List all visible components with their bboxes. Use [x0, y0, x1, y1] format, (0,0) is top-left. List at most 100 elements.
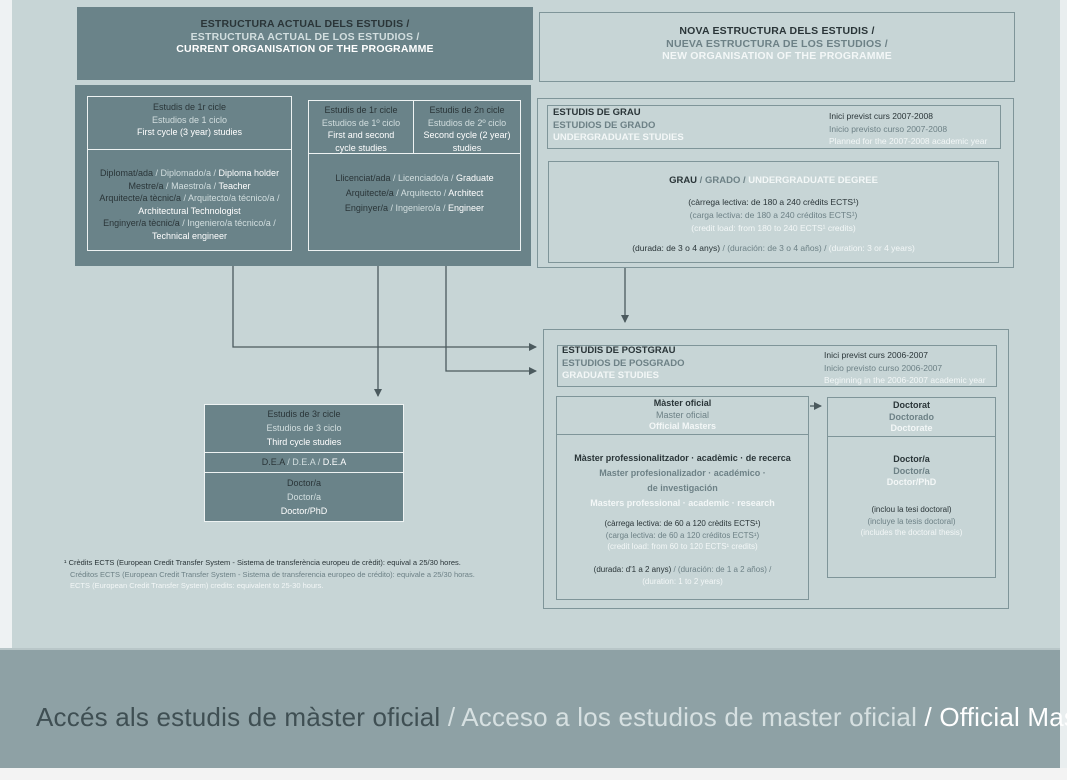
diploma-holder-english: Diploma holder	[218, 168, 280, 178]
first-second-cycle-heading: Estudis de 1r cicle Estudios de 1º ciclo…	[309, 104, 413, 154]
master-credit-load: (càrrega lectiva: de 60 a 120 crèdits EC…	[557, 518, 808, 553]
postgrau-start-catalan: Inici previst curs 2006-2007	[824, 350, 928, 360]
master-types: Màster professionalitzador · acadèmic · …	[557, 451, 808, 511]
footer-title: Accés als estudis de màster oficial / Ac…	[36, 702, 1067, 733]
grau-degree-catalan: GRAU	[669, 175, 698, 186]
master-types-english: Masters professional · academic · resear…	[590, 498, 775, 508]
dea-row: D.E.A / D.E.A / D.E.A	[261, 457, 347, 467]
third-cycle-box	[204, 404, 404, 522]
master-box	[556, 396, 809, 600]
diplomado-spanish: Diplomado/a	[160, 168, 212, 178]
ingeniero-tecnico-spanish: Ingeniero/a técnico/a	[187, 218, 271, 228]
current-structure-header: ESTRUCTURA ACTUAL DELS ESTUDIS / ESTRUCT…	[77, 7, 533, 80]
grau-duration: (durada: de 3 o 4 anys) / (duración: de …	[632, 243, 915, 253]
master-load-spanish: (carga lectiva: de 60 a 120 créditos ECT…	[605, 530, 760, 540]
llicenciat-catalan: Llicenciat/ada	[335, 173, 391, 183]
postgrau-start-spanish: Inicio previsto curso 2006-2007	[824, 362, 943, 373]
licenciado-spanish: Licenciado/a	[397, 173, 449, 183]
third-cycle-english: Third cycle studies	[266, 437, 342, 447]
grau-spanish: ESTUDIOS DE GRADO	[553, 119, 656, 131]
grau-load-spanish: (carga lectiva: de 180 a 240 créditos EC…	[689, 210, 858, 220]
first-second-cycle-divider	[309, 153, 520, 154]
postgrau-catalan: ESTUDIS DE POSTGRAU	[562, 345, 676, 356]
first-cycle-spanish: Estudios de 1 ciclo	[151, 114, 228, 125]
dea-spanish: D.E.A	[292, 457, 316, 467]
undergraduate-degree-english: UNDERGRADUATE DEGREE	[748, 175, 878, 186]
first-cycle-heading: Estudis de 1r cicle Estudios de 1 ciclo …	[88, 101, 291, 139]
current-title-catalan: ESTRUCTURA ACTUAL DELS ESTUDIS /	[200, 18, 410, 30]
first-cycle-divider	[88, 149, 291, 150]
doctorat-catalan: Doctorat	[892, 400, 930, 410]
master-duration-catalan: (durada: d'1 a 2 anys)	[593, 565, 672, 574]
ingeniero-spanish: Ingeniero/a	[395, 203, 441, 213]
master-duration-english: (duration: 1 to 2 years)	[642, 576, 723, 586]
footer-sep-2: /	[924, 702, 932, 732]
doctor-catalan: Doctor/a	[286, 478, 321, 488]
footer-sep-1: /	[447, 702, 456, 732]
first-cycle-english: First cycle (3 year) studies	[136, 127, 243, 137]
third-cycle-catalan: Estudis de 3r cicle	[267, 409, 341, 419]
master-types-catalan: Màster professionalitzador · acadèmic · …	[574, 453, 791, 463]
grau-credit-load: (càrrega lectiva: de 180 a 240 crèdits E…	[549, 196, 998, 235]
first-cycle-degrees: Diplomat/ada / Diplomado/a / Diploma hol…	[88, 167, 291, 242]
arquitecte-catalan: Arquitecte/a	[345, 188, 394, 198]
note-spanish: Créditos ECTS (European Credit Transfer …	[70, 569, 475, 579]
master-types-spanish-1: Master profesionalizador · académico ·	[599, 468, 766, 478]
grau-load-catalan: (càrrega lectiva: de 180 a 240 crèdits E…	[688, 197, 859, 207]
first-second-cycle-box	[308, 100, 521, 251]
enginyer-tecnic-catalan: Enginyer/a tècnic/a	[103, 218, 180, 228]
ects-footnotes: ¹ Crèdits ECTS (European Credit Transfer…	[64, 557, 475, 592]
doctorate-degree: Doctor/a Doctor/a Doctor/PhD	[828, 454, 995, 489]
master-heading: Màster oficial Master oficial Official M…	[557, 398, 808, 433]
doctorate-divider	[828, 436, 995, 437]
new-title-spanish: NUEVA ESTRUCTURA DE LOS ESTUDIOS /	[666, 37, 888, 50]
second-cycle-catalan: Estudis de 2n cicle	[429, 105, 505, 115]
doctor-spanish: Doctor/a	[286, 492, 321, 502]
third-cycle-doctor: Doctor/a Doctor/a Doctor/PhD	[205, 476, 403, 518]
grau-load-english: (credit load: from 180 to 240 ECTS¹ cred…	[691, 223, 856, 233]
postgrau-english: GRADUATE STUDIES	[562, 370, 659, 381]
first-cycle-box	[87, 96, 292, 251]
arquitecto-tecnico-spanish: Arquitecto/a técnico/a	[187, 193, 275, 203]
enginyer-catalan: Enginyer/a	[344, 203, 388, 213]
engineer-english: Engineer	[448, 203, 485, 213]
footer-spanish: Acceso a los estudios de master oficial	[461, 702, 918, 732]
grau-catalan: ESTUDIS DE GRAU	[553, 107, 641, 118]
grau-start-dates: Inici previst curs 2007-2008 Inicio prev…	[829, 110, 987, 148]
doctorate-box	[827, 397, 996, 578]
grau-container	[537, 98, 1014, 268]
thesis-spanish: (incluye la tesis doctoral)	[867, 516, 956, 526]
third-cycle-spanish: Estudios de 3 ciclo	[266, 423, 342, 433]
arquitecto-spanish: Arquitecto	[400, 188, 442, 198]
arrow-first-cycle-to-postgrau	[232, 266, 537, 351]
doctorado-spanish: Doctorado	[889, 411, 934, 422]
first-second-english-2: cycle studies	[335, 142, 387, 153]
doctor-phd-degree-english: Doctor/PhD	[886, 477, 937, 487]
third-cycle-heading: Estudis de 3r cicle Estudios de 3 ciclo …	[205, 407, 403, 449]
postgrau-start-dates: Inici previst curs 2006-2007 Inicio prev…	[824, 349, 986, 387]
note-english: ECTS (European Credit Transfer System) c…	[70, 581, 324, 590]
doctor-degree-spanish: Doctor/a	[893, 465, 930, 476]
grau-degree-title: GRAU / GRADO / UNDERGRADUATE DEGREE	[669, 175, 878, 186]
first-second-english-1: First and second	[327, 130, 395, 140]
first-second-cycle-degrees: Llicenciat/ada / Licenciado/a / Graduate…	[335, 173, 494, 213]
dea-english: D.E.A	[322, 457, 347, 467]
master-load-english: (credit load: from 60 to 120 ECTS¹ credi…	[607, 542, 758, 551]
doctor-degree-catalan: Doctor/a	[893, 454, 930, 464]
architectural-technologist-english: Architectural Technologist	[138, 205, 241, 216]
grau-english: UNDERGRADUATE STUDIES	[553, 132, 684, 143]
architect-english: Architect	[448, 188, 484, 198]
grau-duration-english: (duration: 3 or 4 years)	[828, 243, 915, 253]
master-divider	[557, 434, 808, 435]
thesis-catalan: (inclou la tesi doctoral)	[871, 505, 952, 514]
postgrau-heading-box	[557, 345, 997, 387]
grau-duration-spanish: (duración: de 3 o 4 años)	[727, 243, 822, 253]
graduate-english: Graduate	[456, 173, 494, 183]
left-margin	[0, 0, 12, 780]
current-title-english: CURRENT ORGANISATION OF THE PROGRAMME	[176, 43, 434, 55]
first-cycle-catalan: Estudis de 1r cicle	[152, 102, 227, 112]
new-title-catalan: NOVA ESTRUCTURA DELS ESTUDIS /	[679, 25, 875, 37]
bottom-margin	[0, 768, 1067, 780]
postgrau-spanish: ESTUDIOS DE POSGRADO	[562, 357, 685, 369]
